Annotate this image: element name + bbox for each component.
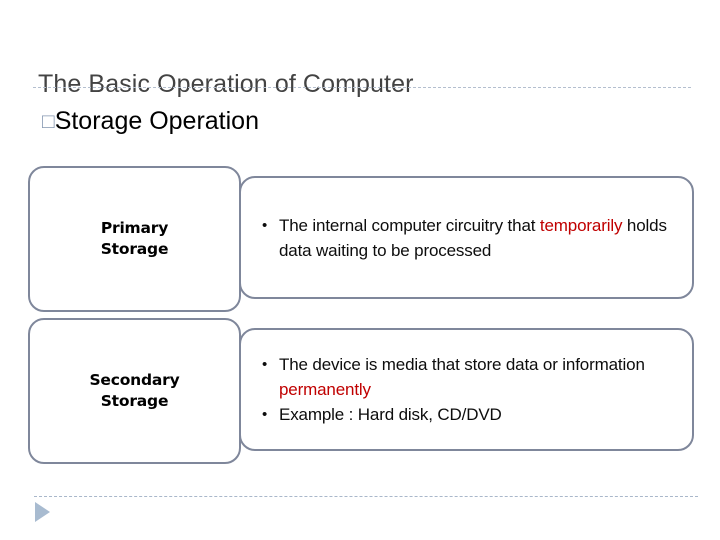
footer-divider xyxy=(34,496,698,497)
title-divider xyxy=(33,87,691,88)
bullet-text-part: The internal computer circuitry that xyxy=(279,215,540,235)
label-box-secondary-storage[interactable]: Secondary Storage xyxy=(28,318,241,464)
square-bullet-icon: □ xyxy=(42,110,55,133)
bullet-item: The internal computer circuitry that tem… xyxy=(259,213,678,263)
bullet-text-highlight: permanently xyxy=(279,380,371,399)
label-box-secondary-storage-text: Secondary Storage xyxy=(89,370,179,412)
description-box-secondary-storage[interactable]: The device is media that store data or i… xyxy=(239,328,694,451)
label-box-primary-storage[interactable]: Primary Storage xyxy=(28,166,241,312)
page-title: The Basic Operation of Computer xyxy=(38,69,414,98)
play-triangle-icon[interactable] xyxy=(35,502,50,522)
bullet-item: Example : Hard disk, CD/DVD xyxy=(259,402,678,427)
bullet-item: The device is media that store data or i… xyxy=(259,352,678,402)
description-box-primary-storage[interactable]: The internal computer circuitry that tem… xyxy=(239,176,694,299)
section-subtitle-label: Storage Operation xyxy=(54,107,259,135)
label-line-2: Storage xyxy=(100,240,169,258)
label-line-1: Secondary xyxy=(89,371,180,389)
bullet-text-highlight: temporarily xyxy=(539,215,623,235)
section-subtitle: □Storage Operation xyxy=(42,105,259,138)
label-box-primary-storage-text: Primary Storage xyxy=(101,218,169,260)
bullet-text-part: The device is media that store data or i… xyxy=(279,355,645,374)
label-line-1: Primary xyxy=(100,219,169,237)
bullet-text-part: Example : Hard disk, CD/DVD xyxy=(279,405,502,424)
bullet-text-part: holds data waiting to be processed xyxy=(279,215,667,260)
label-line-2: Storage xyxy=(100,392,169,410)
